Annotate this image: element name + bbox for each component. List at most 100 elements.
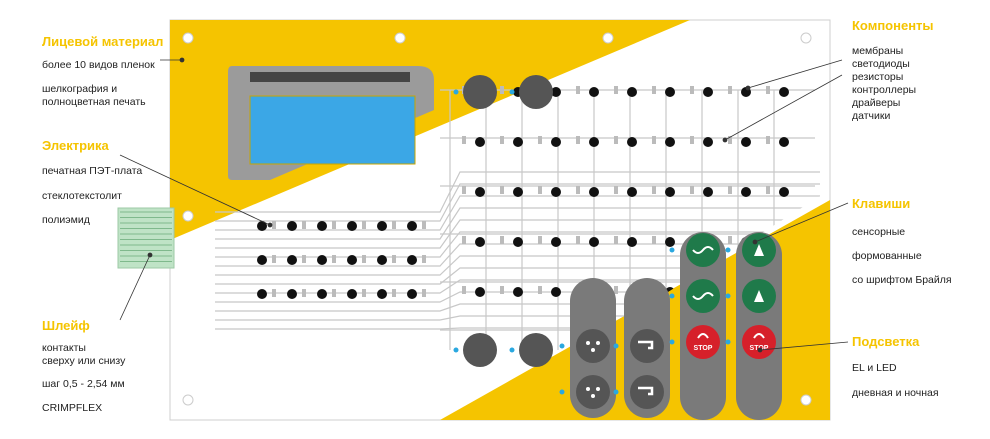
led-indicator: [559, 343, 565, 349]
dome-contact: [407, 221, 417, 231]
smd-resistor: [302, 289, 306, 297]
smd-resistor: [728, 136, 732, 144]
stop-key[interactable]: STOP: [742, 325, 776, 359]
flex-cable: [117, 207, 175, 269]
leader-line: [119, 254, 151, 321]
dome-contact: [513, 187, 523, 197]
components-line-4: контроллеры: [852, 84, 917, 96]
tap-key[interactable]: [630, 329, 664, 363]
smd-resistor: [462, 186, 466, 194]
smd-resistor: [766, 86, 770, 94]
tap-icon: [638, 386, 654, 396]
wave-icon: [692, 292, 714, 300]
smd-resistor: [422, 255, 426, 263]
smd-resistor: [690, 86, 694, 94]
smd-resistor: [766, 136, 770, 144]
pet-key[interactable]: [742, 279, 776, 313]
led-indicator: [669, 293, 675, 299]
dome-contact: [741, 137, 751, 147]
dome-contact: [703, 187, 713, 197]
dome-contact: [779, 87, 789, 97]
pet-icon: [754, 244, 764, 256]
dome-contact: [589, 237, 599, 247]
leader-dot: [757, 347, 763, 353]
dome-contact: [257, 289, 267, 299]
smd-resistor: [362, 289, 366, 297]
dome-contact: [551, 287, 561, 297]
wave-key[interactable]: [686, 279, 720, 313]
dome-contact: [475, 187, 485, 197]
led-indicator: [453, 347, 459, 353]
smd-resistor: [652, 86, 656, 94]
dome-contact: [317, 221, 327, 231]
tap-key[interactable]: [630, 375, 664, 409]
smd-resistor: [538, 286, 542, 294]
cable-line-3: CRIMPFLEX: [42, 402, 103, 414]
stop-key[interactable]: STOP: [686, 325, 720, 359]
dome-contact: [475, 287, 485, 297]
dome-contact: [287, 289, 297, 299]
led-indicator: [613, 389, 619, 395]
dome-contact: [665, 87, 675, 97]
drop-key[interactable]: [576, 375, 610, 409]
dome-contact: [779, 187, 789, 197]
pet-key[interactable]: [742, 233, 776, 267]
mounting-hole: [800, 394, 812, 406]
dome-contact: [513, 287, 523, 297]
drop-key[interactable]: [576, 329, 610, 363]
smd-resistor: [500, 236, 504, 244]
backlight-line-2: дневная и ночная: [852, 387, 939, 399]
dome-contact: [551, 187, 561, 197]
dome-contact: [257, 255, 267, 265]
mounting-hole: [602, 32, 614, 44]
dome-contact: [347, 289, 357, 299]
smd-resistor: [690, 136, 694, 144]
smd-resistor: [614, 236, 618, 244]
face-material-heading: Лицевой материал: [42, 34, 164, 49]
stop-icon: [753, 333, 765, 339]
dome-contact: [703, 137, 713, 147]
smd-resistor: [362, 255, 366, 263]
wave-key[interactable]: [686, 233, 720, 267]
components-line-1: мембраны: [852, 45, 904, 57]
leader-line: [119, 154, 271, 226]
led-indicator: [725, 339, 731, 345]
led-indicator: [509, 89, 515, 95]
mounting-hole: [394, 32, 406, 44]
keys-heading: Клавиши: [852, 196, 911, 211]
mounting-hole: [182, 210, 194, 222]
drop-icon-bg: [576, 329, 610, 363]
keys-line-2: формованные: [852, 250, 922, 262]
smd-resistor: [652, 136, 656, 144]
cable-heading: Шлейф: [42, 318, 90, 333]
leader-dot: [722, 137, 728, 143]
leader-line: [759, 341, 849, 351]
components-line-6: датчики: [852, 110, 891, 122]
keys-line-1: сенсорные: [852, 226, 906, 238]
dome-contact: [665, 237, 675, 247]
smd-resistor: [500, 136, 504, 144]
smd-resistor: [332, 289, 336, 297]
led-indicator: [559, 389, 565, 395]
smd-resistor: [766, 186, 770, 194]
smd-resistor: [690, 186, 694, 194]
smd-resistor: [500, 186, 504, 194]
pet-icon: [754, 290, 764, 302]
drop-icon-bg: [576, 375, 610, 409]
smd-resistor: [462, 286, 466, 294]
leader-line: [747, 59, 843, 89]
smd-resistor: [728, 186, 732, 194]
smd-resistor: [500, 86, 504, 94]
smd-resistor: [272, 289, 276, 297]
dome-contact: [665, 137, 675, 147]
dome-contact: [779, 137, 789, 147]
smd-resistor: [614, 86, 618, 94]
round-keys: [453, 75, 553, 367]
led-indicator: [725, 293, 731, 299]
leader-line: [724, 74, 843, 141]
smd-resistor: [422, 289, 426, 297]
smd-resistor: [500, 286, 504, 294]
smd-resistor: [614, 286, 618, 294]
stop-label: STOP: [694, 345, 713, 352]
